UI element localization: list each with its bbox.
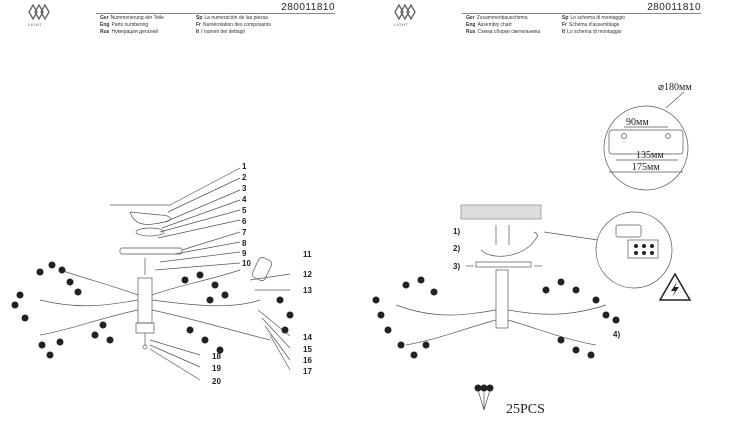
header-divider [462,13,701,14]
callout-4: 4 [242,195,247,204]
callout-12: 12 [303,270,312,279]
callout-3: 3 [242,184,247,193]
brand-logo-icon [28,3,50,21]
callout-20: 20 [212,377,221,386]
step-1: 1) [453,227,461,236]
callout-1: 1 [242,162,247,171]
callout-13: 13 [303,286,312,295]
callout-8: 8 [242,239,247,248]
callout-9: 9 [242,249,247,258]
callout-19: 19 [212,364,221,373]
dimension-135: 135мм [636,150,664,161]
logo-text: LIGHT [394,22,409,27]
pieces-count: 25PCS [506,402,545,417]
assembly-drawing [372,91,689,411]
bulb-cluster [372,244,654,392]
callout-2: 2 [242,173,247,182]
callout-14: 14 [303,333,312,342]
logo-text: LIGHT [28,22,43,27]
chandelier-parts-drawing [11,167,294,381]
callout-15: 15 [303,345,312,354]
step-3: 3) [453,262,461,271]
callout-10: 10 [242,259,251,268]
diameter-dimension: ⌀180мм [658,82,692,93]
product-code: 280011810 [647,2,701,13]
callout-6: 6 [242,217,247,226]
dimension-90: 90мм [626,117,649,128]
step-4: 4) [613,330,621,339]
callout-7: 7 [242,228,247,237]
brand-logo-icon [394,3,416,21]
bulb-cluster [11,261,294,359]
step-2: 2) [453,244,461,253]
electric-warning-icon [658,272,692,301]
dimension-175: 175мм [632,162,660,173]
product-code: 280011810 [281,2,335,13]
callout-11: 11 [303,250,312,259]
callout-16: 16 [303,356,312,365]
callout-17: 17 [303,367,312,376]
callout-5: 5 [242,206,247,215]
header-divider [96,13,335,14]
callout-18: 18 [212,352,221,361]
